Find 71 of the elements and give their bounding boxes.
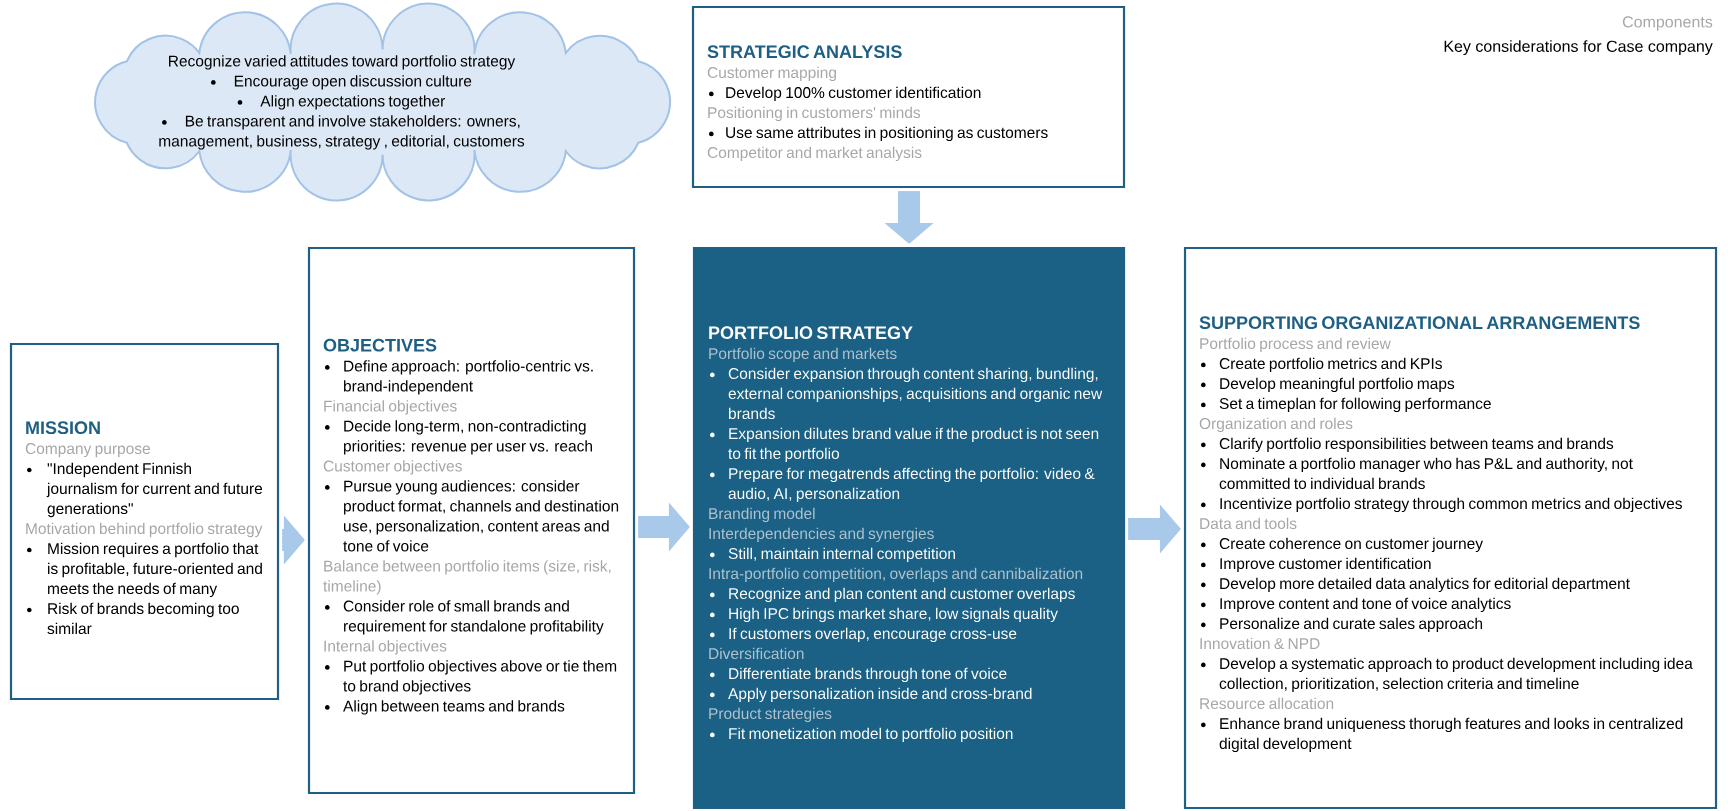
bullet-item: "Independent Finnish journalism for current and future generations" <box>27 462 263 518</box>
subheading: Financial objectives <box>324 400 457 415</box>
bullet-item: Create portfolio metrics and KPIs <box>1201 357 1442 373</box>
bullet-item: Recognize and plan content and customer overlaps <box>710 587 1075 603</box>
bullet-item: Risk of brands becoming too similar <box>27 602 239 635</box>
subheading: Company purpose <box>25 443 150 458</box>
bullet-item: Clarify portfolio responsibilities between teams and brands <box>1201 437 1614 453</box>
bullet-item: Nominate a portfolio manager who has P&L and authority, not committed to individual brands <box>1201 457 1633 490</box>
subheading: Portfolio process and review <box>1200 337 1391 353</box>
subheading: Portfolio scope and markets <box>709 347 897 363</box>
cloud-shape <box>94 2 672 202</box>
box-heading: MISSION <box>26 421 100 435</box>
bullet-item: Be transparent and involve stakeholders: owners, management, business, strategy , editorial, customers <box>159 115 525 150</box>
box-heading: SUPPORTING ORGANIZATIONAL ARRANGEMENTS <box>1199 316 1640 330</box>
bullet-item: Pursue young audiences: consider product format, channels and destination use, personalization, content areas and tone of voice <box>325 480 619 552</box>
box-heading: PORTFOLIO STRATEGY <box>709 326 913 340</box>
bullet-item: Align between teams and brands <box>325 700 565 715</box>
subheading: Motivation behind portfolio strategy <box>26 522 263 538</box>
key-label: Components <box>1622 16 1713 31</box>
bullet-item: Set a timeplan for following performance <box>1201 397 1491 413</box>
bullet-item: Improve customer identification <box>1201 557 1431 573</box>
bullet-item: Create coherence on customer journey <box>1201 537 1483 553</box>
bullet-item: Differentiate brands through tone of voice <box>710 667 1007 683</box>
bullet-item: Define approach: portfolio-centric vs. brand-independent <box>325 360 593 395</box>
text-box <box>1183 246 1718 810</box>
bullet-item: Improve content and tone of voice analytics <box>1201 597 1511 613</box>
subheading: Diversification <box>709 647 804 660</box>
bullet-item: Still, maintain internal competition <box>710 547 955 563</box>
subheading: Product strategies <box>709 707 832 723</box>
bullet-item: Develop 100% customer identification <box>709 86 981 102</box>
subheading: Intra-portfolio competition, overlaps and cannibalization <box>709 567 1083 583</box>
subheading: Branding model <box>709 507 815 523</box>
subheading: Balance between portfolio items (size, risk, timeline) <box>323 560 611 595</box>
bullet-item: Decide long-term, non-contradicting priorities: revenue per user vs. reach <box>325 420 592 455</box>
subheading: Customer mapping <box>707 66 836 82</box>
bullet-item: Consider expansion through content sharing, bundling, external companionships, acquisitions and organic new brands <box>710 367 1103 420</box>
key-label: Key considerations for Case company <box>1444 40 1713 56</box>
subheading: Internal objectives <box>324 640 447 655</box>
text-box <box>307 246 636 795</box>
subheading: Innovation & NPD <box>1200 637 1320 650</box>
bullet-item: Expansion dilutes brand value if the product is not seen to fit the portfolio <box>710 427 1099 463</box>
subheading: Data and tools <box>1200 517 1297 530</box>
bullet-item: Enhance brand uniqueness thorugh features and looks in centralized digital development <box>1201 717 1683 753</box>
bullet-item: Personalize and curate sales approach <box>1201 617 1483 633</box>
subheading: Competitor and market analysis <box>707 146 922 162</box>
bullet-item: Develop a systematic approach to product development including idea collection, prioritization, selection criteria and timeline <box>1201 657 1693 693</box>
text-box <box>692 246 1126 810</box>
bullet-item: Incentivize portfolio strategy through common metrics and objectives <box>1201 497 1682 513</box>
bullet-item: Mission requires a portfolio that is profitable, future-oriented and meets the needs of many <box>27 542 262 598</box>
text-box <box>691 5 1126 189</box>
bullet-item: Align expectations together <box>237 95 446 110</box>
box-heading: STRATEGIC ANALYSIS <box>707 45 902 59</box>
bullet-item: Apply personalization inside and cross-brand <box>710 687 1032 703</box>
subheading: Customer objectives <box>323 460 462 475</box>
bullet-item: Fit monetization model to portfolio position <box>710 727 1013 743</box>
subheading: Resource allocation <box>1200 697 1334 710</box>
subheading: Positioning in customers' minds <box>708 106 921 122</box>
subheading: Interdependencies and synergies <box>709 527 934 543</box>
bullet-item: Encourage open discussion culture <box>211 75 472 90</box>
bullet-item: Consider role of small brands and requirement for standalone profitability <box>325 600 604 635</box>
text-box <box>9 342 280 701</box>
bullet-item: Develop meaningful portfolio maps <box>1201 377 1455 393</box>
bullet-item: Develop more detailed data analytics for editorial department <box>1201 577 1630 593</box>
bullet-item: Prepare for megatrends affecting the portfolio: video & audio, AI, personalization <box>710 467 1095 503</box>
bullet-item: Put portfolio objectives above or tie them to brand objectives <box>325 660 617 695</box>
bullet-item: If customers overlap, encourage cross-use <box>710 627 1017 643</box>
bullet-item: Use same attributes in positioning as customers <box>709 126 1048 142</box>
cloud-text: Recognize varied attitudes toward portfolio strategy <box>169 55 516 70</box>
subheading: Organization and roles <box>1199 417 1353 433</box>
box-heading: OBJECTIVES <box>323 338 437 352</box>
bullet-item: High IPC brings market share, low signals quality <box>710 607 1058 623</box>
